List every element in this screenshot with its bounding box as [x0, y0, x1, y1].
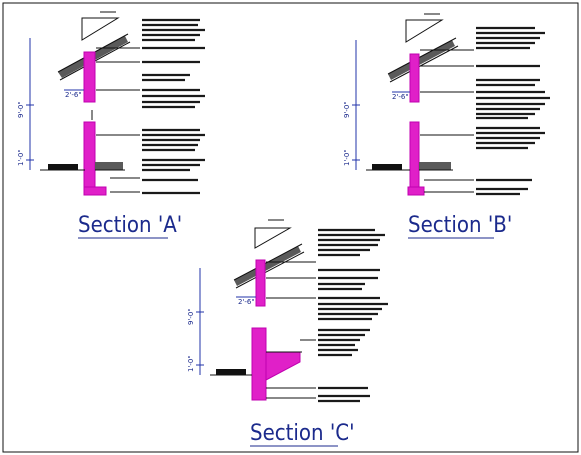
section-b-title: Section 'B' [408, 213, 512, 238]
foundation-wall [83, 121, 96, 193]
section-a-title: Section 'A' [78, 213, 182, 238]
section-a-footing-dim: 1'-0" [17, 149, 25, 166]
section-c-title: Section 'C' [250, 421, 355, 446]
floor-slab [419, 162, 451, 170]
grade-tag [216, 369, 246, 375]
section-b-detail: 9'-0" 1'-0" 2'-6" [343, 13, 550, 239]
section-b-notes [420, 26, 550, 196]
roof-pitch-symbol [254, 227, 292, 249]
foundation-wall [409, 121, 420, 193]
footing [407, 186, 425, 196]
grade-tag [48, 164, 78, 170]
section-c-detail: 9'-0" 1'-0" 2'-6" [187, 219, 388, 447]
roof-assembly [234, 246, 301, 286]
section-b-eave-dim: 2'-6" [392, 93, 409, 101]
wall-stud [255, 259, 266, 307]
roof-pitch-symbol [405, 19, 444, 43]
section-b-footing-dim: 1'-0" [343, 149, 351, 166]
wall-stud [83, 51, 96, 103]
roof-pitch-symbol [81, 17, 120, 41]
roof-assembly [388, 40, 455, 80]
section-a-notes [96, 18, 205, 195]
section-c-notes [266, 228, 388, 403]
section-a-height-dim: 9'-0" [17, 101, 25, 118]
floor-slab [95, 162, 123, 170]
thickened-slab [265, 351, 301, 381]
section-c-eave-dim: 2'-6" [238, 298, 255, 306]
grade-tag [372, 164, 402, 170]
section-a-eave-dim: 2'-6" [65, 91, 82, 99]
section-a-detail: 9'-0" 1'-0" 2'-6" [17, 11, 205, 239]
section-c-height-dim: 9'-0" [187, 308, 195, 325]
section-c-footing-dim: 1'-0" [187, 355, 195, 372]
wall-stud [409, 53, 420, 103]
footing [83, 186, 107, 196]
section-b-height-dim: 9'-0" [343, 101, 351, 118]
foundation-wall [251, 327, 267, 401]
